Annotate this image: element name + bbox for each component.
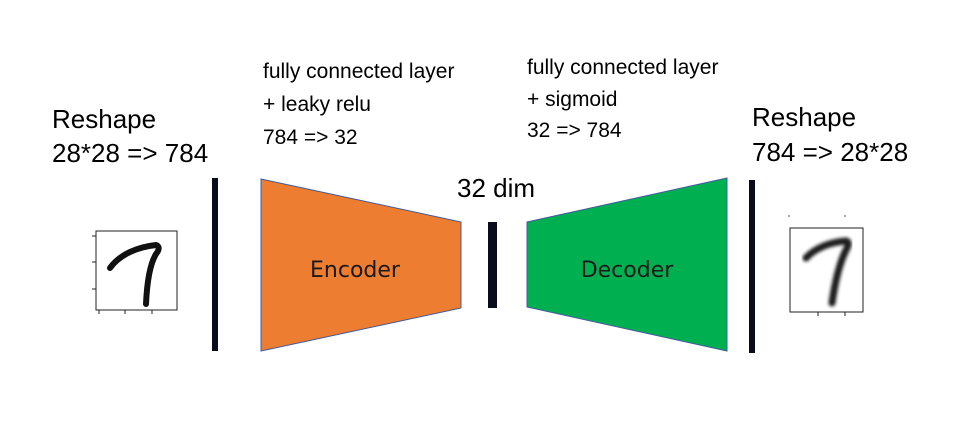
encoder-layer-type: fully connected layer bbox=[263, 60, 454, 83]
latent-dim-label: 32 dim bbox=[457, 173, 535, 203]
encoder-dims: 784 => 32 bbox=[263, 126, 358, 149]
encoder-label: Encoder bbox=[310, 258, 401, 283]
decoder-block: Decoder bbox=[526, 177, 728, 352]
input-reshape-title: Reshape bbox=[52, 104, 156, 134]
input-vector-bar bbox=[212, 178, 218, 351]
encoder-block: Encoder bbox=[260, 178, 462, 352]
input-digit-image bbox=[92, 230, 178, 314]
output-reshape-title: Reshape bbox=[752, 102, 856, 132]
output-vector-bar bbox=[749, 180, 755, 353]
input-reshape-dims: 28*28 => 784 bbox=[52, 138, 208, 168]
latent-vector-bar bbox=[488, 222, 497, 308]
decoder-label: Decoder bbox=[581, 258, 675, 283]
encoder-activation: + leaky relu bbox=[263, 93, 371, 116]
decoder-layer-type: fully connected layer bbox=[527, 56, 718, 79]
decoder-activation: + sigmoid bbox=[527, 88, 617, 111]
decoder-dims: 32 => 784 bbox=[527, 119, 622, 142]
output-digit-image bbox=[788, 215, 864, 316]
output-reshape-dims: 784 => 28*28 bbox=[752, 137, 908, 167]
